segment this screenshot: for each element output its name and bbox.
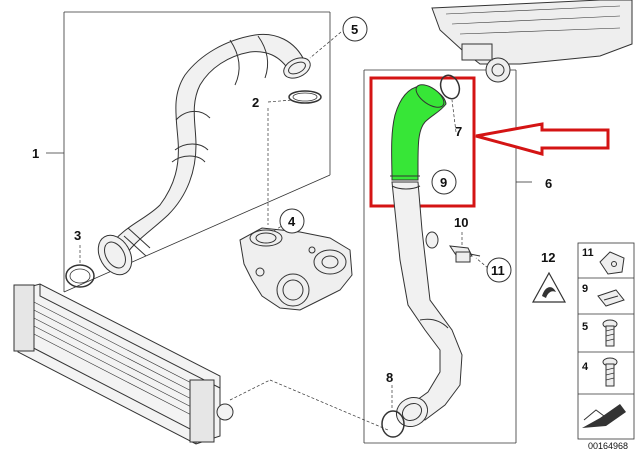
intercooler <box>13 283 234 445</box>
legend-row-4-label: 4 <box>582 361 589 373</box>
seal-ring-2 <box>288 90 322 104</box>
label-part-8: 8 <box>386 370 393 385</box>
label-part-10: 10 <box>454 215 468 230</box>
clamp-nut-icon <box>597 289 625 307</box>
label-part-9: 9 <box>440 175 447 190</box>
label-part-5: 5 <box>351 22 358 37</box>
seal-ring-8 <box>381 410 405 438</box>
intake-manifold <box>431 0 633 83</box>
label-part-4: 4 <box>288 214 296 229</box>
label-part-6: 6 <box>545 176 552 191</box>
clip-icon <box>599 251 625 275</box>
label-part-11: 11 <box>491 263 505 278</box>
direction-arrow-icon <box>582 404 626 428</box>
legend-table <box>577 242 635 440</box>
charge-air-pipe-upper <box>97 33 311 276</box>
warning-triangle-icon <box>531 271 567 303</box>
seal-ring-3 <box>65 264 95 288</box>
bolt-icon-5 <box>602 319 618 347</box>
highlighted-hose-9 <box>390 84 447 181</box>
label-part-7: 7 <box>455 124 462 139</box>
legend-row-5-label: 5 <box>582 321 588 333</box>
left-group-frame <box>46 11 331 293</box>
label-part-1: 1 <box>32 146 39 161</box>
highlight-frame <box>369 76 476 208</box>
label-part-3: 3 <box>74 228 81 243</box>
sensor-10 <box>448 245 481 263</box>
red-arrow <box>475 122 610 156</box>
turbocharger <box>239 227 353 311</box>
leader-lines <box>79 31 489 431</box>
label-part-2: 2 <box>252 95 259 110</box>
legend-row-9-label: 9 <box>582 283 588 295</box>
bolt-icon-4 <box>602 357 618 387</box>
seal-ring-7 <box>439 74 461 100</box>
legend-row-11-label: 11 <box>582 247 594 259</box>
charge-air-hose-lower <box>391 181 463 428</box>
label-part-12: 12 <box>541 250 555 265</box>
drawing-number: 00164968 <box>588 441 628 451</box>
